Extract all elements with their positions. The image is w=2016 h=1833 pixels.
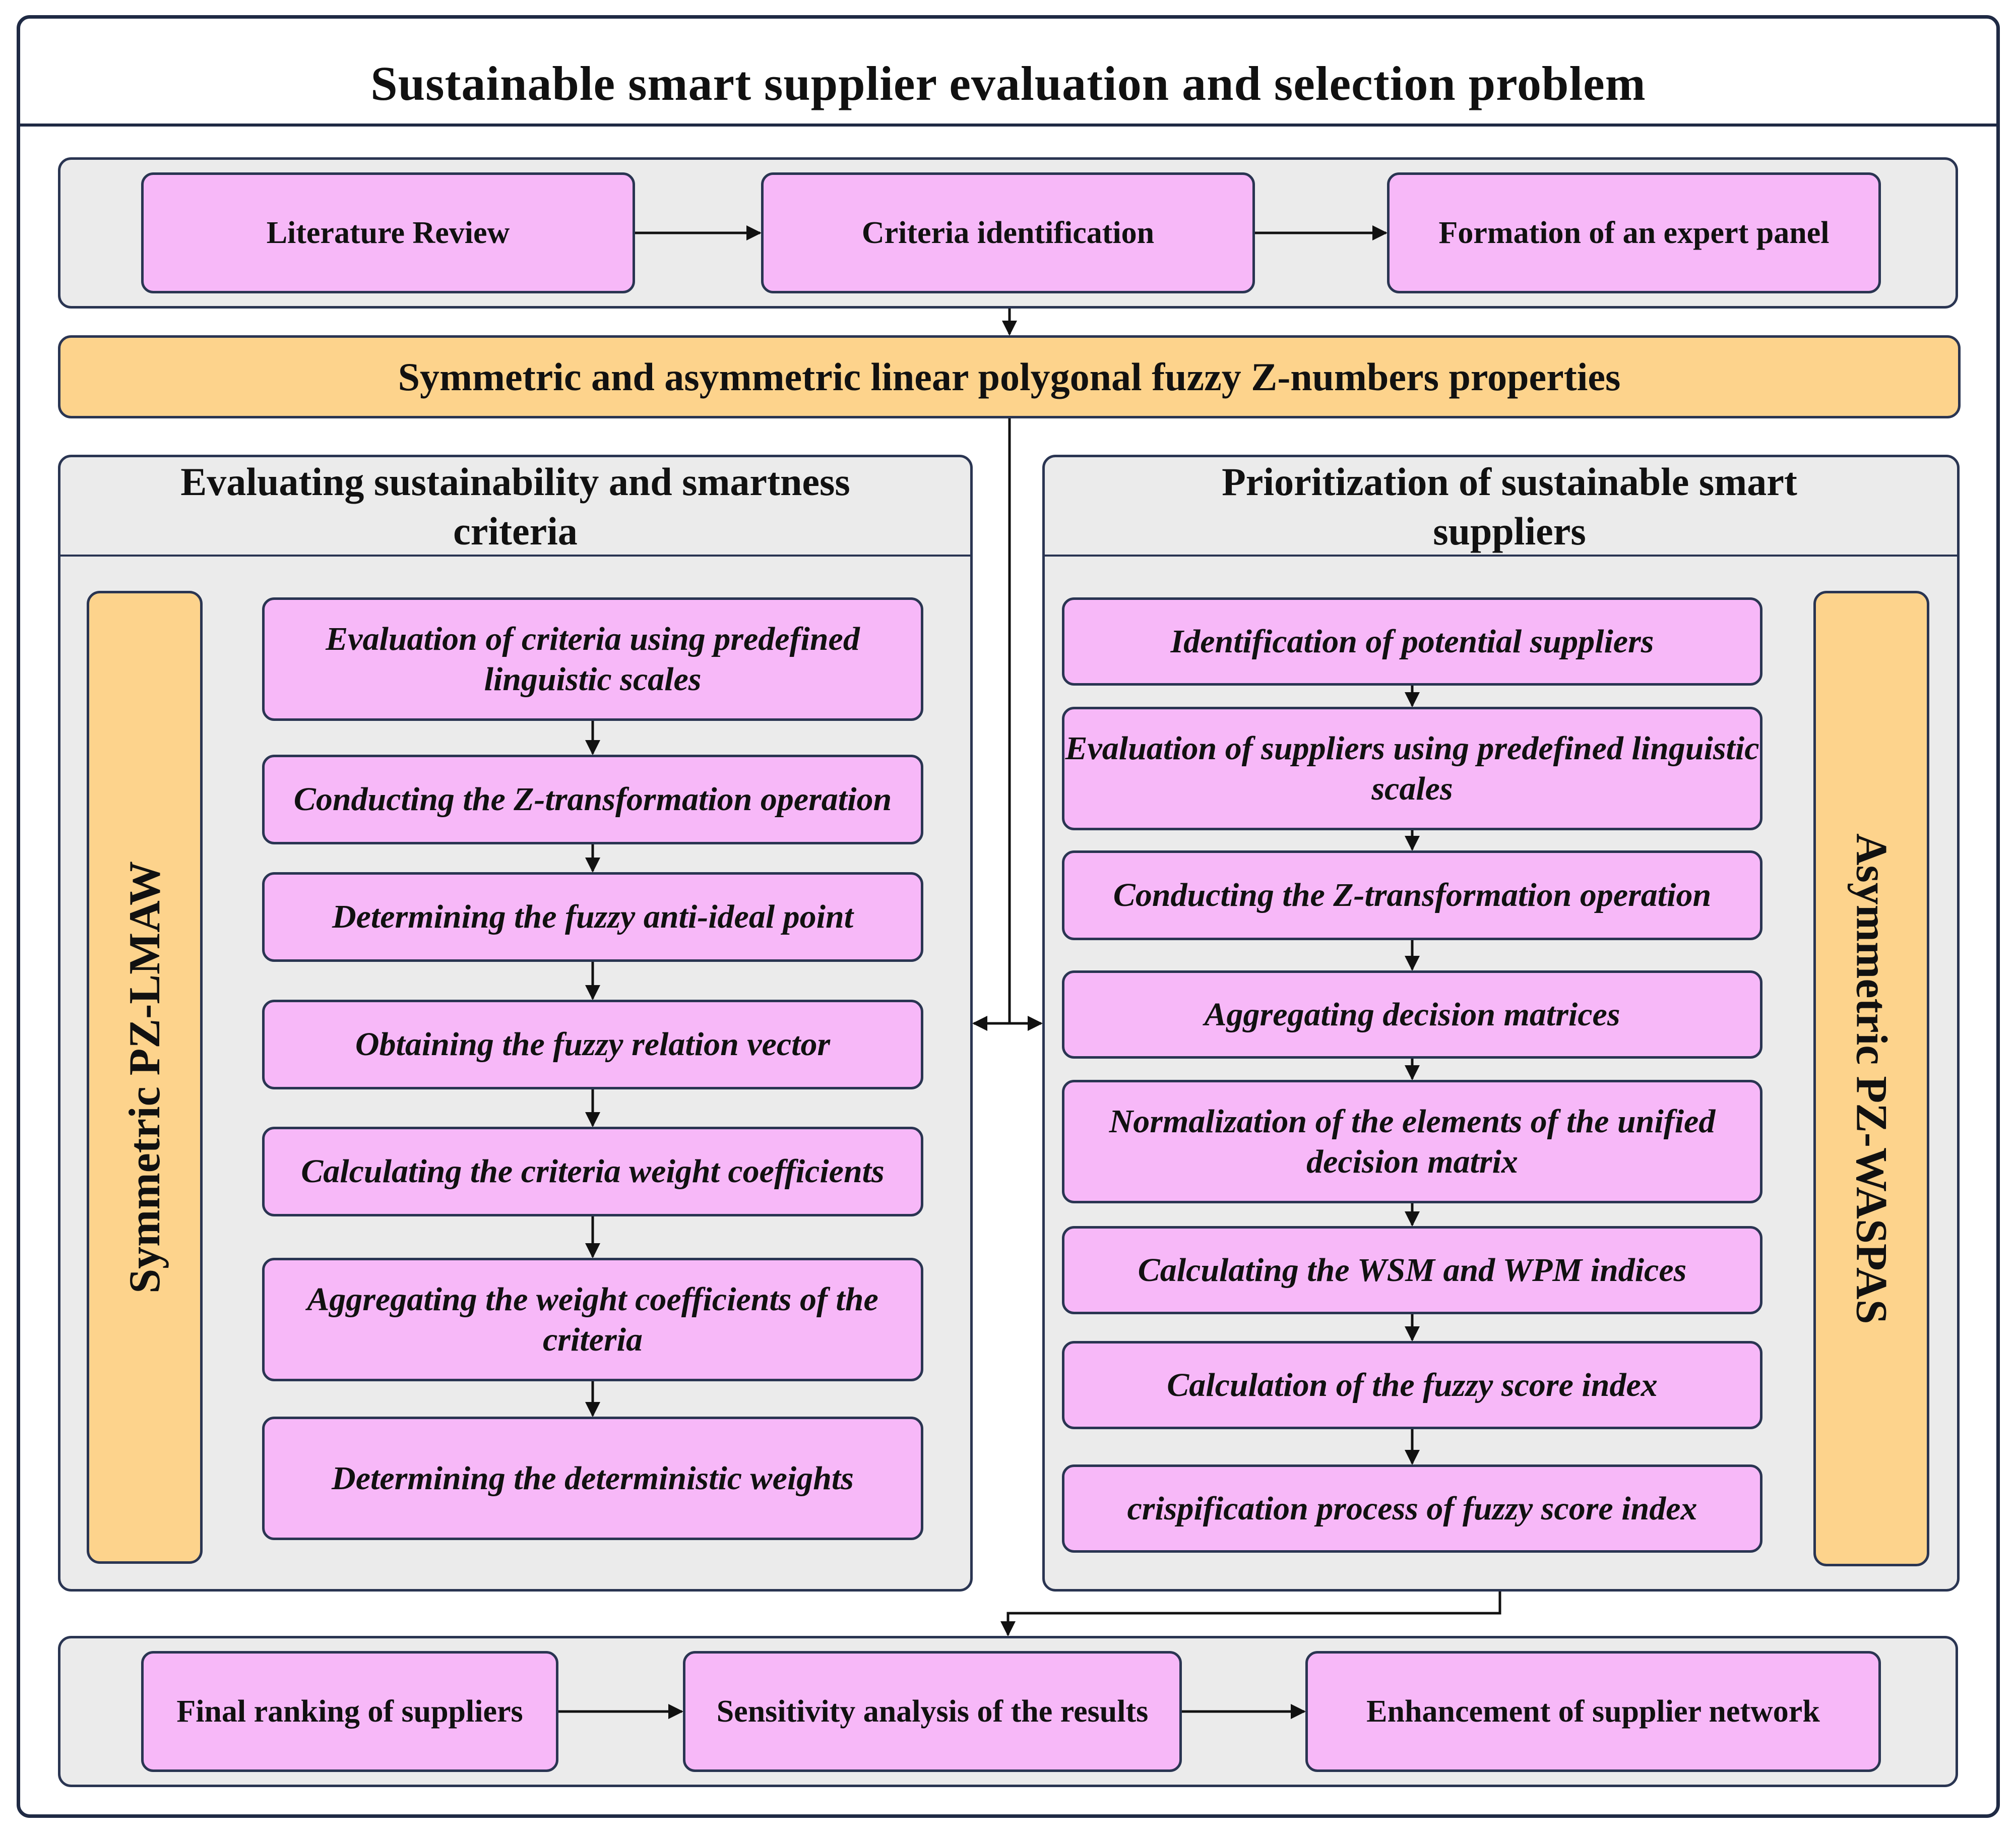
criteria-identification-box: Criteria identification xyxy=(761,172,1255,293)
right-section-divider xyxy=(1043,555,1959,557)
left-step-3: Determining the fuzzy anti-ideal point xyxy=(262,872,923,962)
supplier-network-box: Enhancement of supplier network xyxy=(1305,1651,1881,1772)
left-step-5: Calculating the criteria weight coeffici… xyxy=(262,1127,923,1216)
diagram-title: Sustainable smart supplier evaluation an… xyxy=(370,56,1646,110)
fuzzy-z-numbers-banner: Symmetric and asymmetric linear polygona… xyxy=(58,335,1961,418)
right-step-7: Calculation of the fuzzy score index xyxy=(1062,1341,1762,1429)
right-step-8: crispification process of fuzzy score in… xyxy=(1062,1464,1762,1553)
expert-panel-box: Formation of an expert panel xyxy=(1387,172,1881,293)
right-step-2: Evaluation of suppliers using predefined… xyxy=(1062,707,1762,830)
right-step-1: Identification of potential suppliers xyxy=(1062,597,1762,686)
asymmetric-pz-waspas-label: Asymmetric PZ-WASPAS xyxy=(1847,833,1896,1324)
left-section-title: Evaluating sustainability and smartness … xyxy=(180,460,850,553)
right-section-title: Prioritization of sustainable smart supp… xyxy=(1222,460,1797,553)
symmetric-pz-lmaw-label: Symmetric PZ-LMAW xyxy=(120,861,169,1294)
final-ranking-box: Final ranking of suppliers xyxy=(141,1651,558,1772)
asymmetric-pz-waspas-bar: Asymmetric PZ-WASPAS xyxy=(1813,591,1929,1566)
left-step-1: Evaluation of criteria using predefined … xyxy=(262,597,923,721)
right-step-6: Calculating the WSM and WPM indices xyxy=(1062,1226,1762,1314)
right-step-4: Aggregating decision matrices xyxy=(1062,970,1762,1059)
left-step-7: Determining the deterministic weights xyxy=(262,1417,923,1540)
literature-review-box: Literature Review xyxy=(141,172,635,293)
right-step-3: Conducting the Z-transformation operatio… xyxy=(1062,850,1762,940)
symmetric-pz-lmaw-bar: Symmetric PZ-LMAW xyxy=(87,591,203,1564)
left-step-2: Conducting the Z-transformation operatio… xyxy=(262,755,923,844)
left-step-6: Aggregating the weight coefficients of t… xyxy=(262,1258,923,1381)
sensitivity-analysis-box: Sensitivity analysis of the results xyxy=(683,1651,1182,1772)
title-divider xyxy=(17,124,2000,127)
right-step-5: Normalization of the elements of the uni… xyxy=(1062,1080,1762,1203)
left-section-divider xyxy=(59,555,972,557)
left-step-4: Obtaining the fuzzy relation vector xyxy=(262,1000,923,1089)
